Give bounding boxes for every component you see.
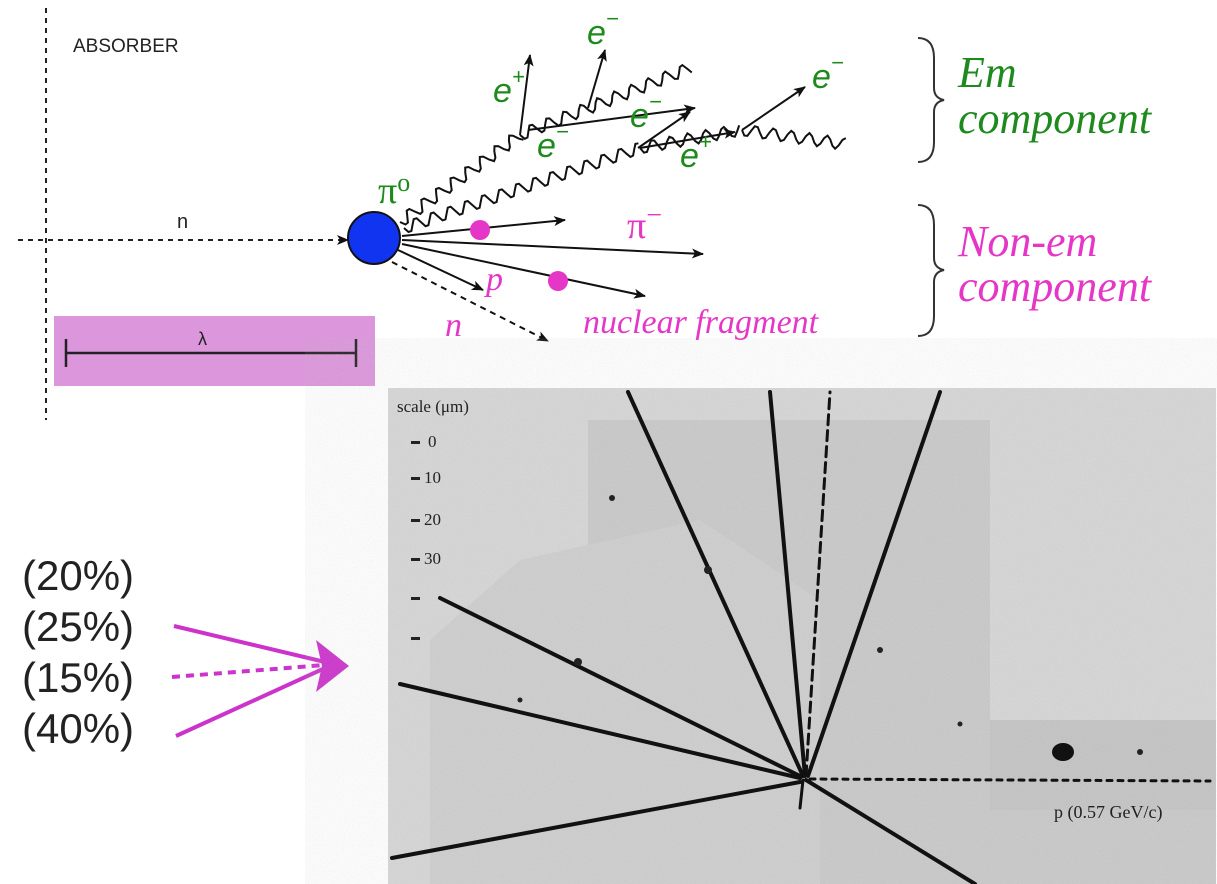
track-down-right — [804, 778, 977, 884]
non-em-brace — [917, 204, 945, 337]
interaction-nucleus — [347, 211, 401, 265]
track-proton — [397, 249, 484, 291]
track-up-1 — [626, 390, 805, 778]
non-em-component-line1: Non-em — [957, 217, 1097, 266]
track-left-3 — [390, 780, 802, 860]
scale-label: scale (μm) — [397, 397, 469, 416]
electron-track-5 — [639, 128, 736, 149]
speck-1 — [609, 495, 615, 501]
photon-wavy-4 — [639, 124, 741, 154]
electron-track-2 — [587, 49, 607, 109]
interaction-length-band — [54, 316, 375, 386]
e-minus-label-4: e− — [812, 50, 844, 96]
speck-4 — [1137, 749, 1143, 755]
speck-6 — [957, 721, 963, 727]
percentage-2: (25%) — [22, 603, 134, 650]
track-left-2 — [398, 682, 802, 780]
charged-particle-dot-2 — [548, 271, 568, 291]
track-up-2 — [768, 390, 807, 778]
pi0-label: πo — [378, 168, 410, 212]
arrow-from-25 — [173, 624, 326, 664]
track-up-3 — [804, 390, 832, 778]
e-minus-label-1: e− — [587, 6, 619, 52]
track-nuclear-fragment — [401, 243, 646, 299]
em-component-line2: component — [958, 94, 1153, 143]
track-proton — [808, 777, 1212, 783]
blob — [1052, 743, 1074, 761]
track-pi-minus — [401, 239, 704, 259]
scale-ticks — [411, 441, 420, 640]
electron-track-4 — [637, 111, 691, 149]
charged-particle-dot-1 — [470, 220, 490, 240]
scale-tick-30: 30 — [424, 549, 441, 568]
scale-tick-10: 10 — [424, 468, 441, 487]
track-down — [798, 778, 805, 810]
photon-wavy-5 — [741, 125, 847, 151]
photon-wavy-2 — [519, 63, 693, 140]
scale-tick-20: 20 — [424, 510, 441, 529]
electron-track-3 — [527, 104, 696, 131]
absorber-label: ABSORBER — [73, 36, 179, 57]
neutron-out-label: n — [445, 307, 462, 344]
e-minus-label-2: e− — [537, 119, 569, 165]
percentage-3: (15%) — [22, 654, 134, 701]
scale-tick-0: 0 — [428, 432, 437, 451]
speck-7 — [517, 697, 523, 703]
pi-minus-label: π− — [627, 200, 662, 247]
e-plus-label-1: e+ — [493, 64, 525, 110]
emulsion-photograph: scale (μm) 0 10 20 30 p (0.57 GeV/c) — [388, 388, 1216, 884]
emulsion-tracks — [390, 390, 1212, 884]
em-brace — [917, 37, 945, 163]
em-component-line1: Em — [957, 48, 1017, 97]
electron-track-1 — [519, 54, 534, 136]
electron-track-6 — [741, 86, 806, 131]
converging-arrowhead — [316, 640, 349, 692]
non-em-component-line2: component — [958, 262, 1153, 311]
arrow-from-15 — [171, 663, 326, 679]
arrow-from-40 — [175, 666, 326, 738]
proton-track-label: p (0.57 GeV/c) — [1054, 802, 1162, 823]
speck-2 — [574, 658, 582, 666]
e-minus-label-3: e− — [630, 89, 662, 135]
track-neutron-out — [391, 261, 549, 342]
neutron-label: n — [177, 211, 188, 233]
proton-label: p — [484, 261, 503, 298]
percentage-4: (40%) — [22, 705, 134, 752]
photon-wavy-1 — [399, 134, 524, 226]
speck-3 — [704, 566, 712, 574]
lambda-label: λ — [198, 329, 207, 349]
track-left-1 — [438, 596, 802, 778]
nuclear-fragment-label: nuclear fragment — [583, 304, 820, 341]
speck-5 — [877, 647, 883, 653]
track-up-4 — [806, 390, 942, 778]
e-plus-label-2: e+ — [680, 129, 712, 175]
photon-wavy-3 — [403, 142, 639, 234]
em-tracks — [399, 49, 847, 234]
percentage-1: (20%) — [22, 552, 134, 599]
